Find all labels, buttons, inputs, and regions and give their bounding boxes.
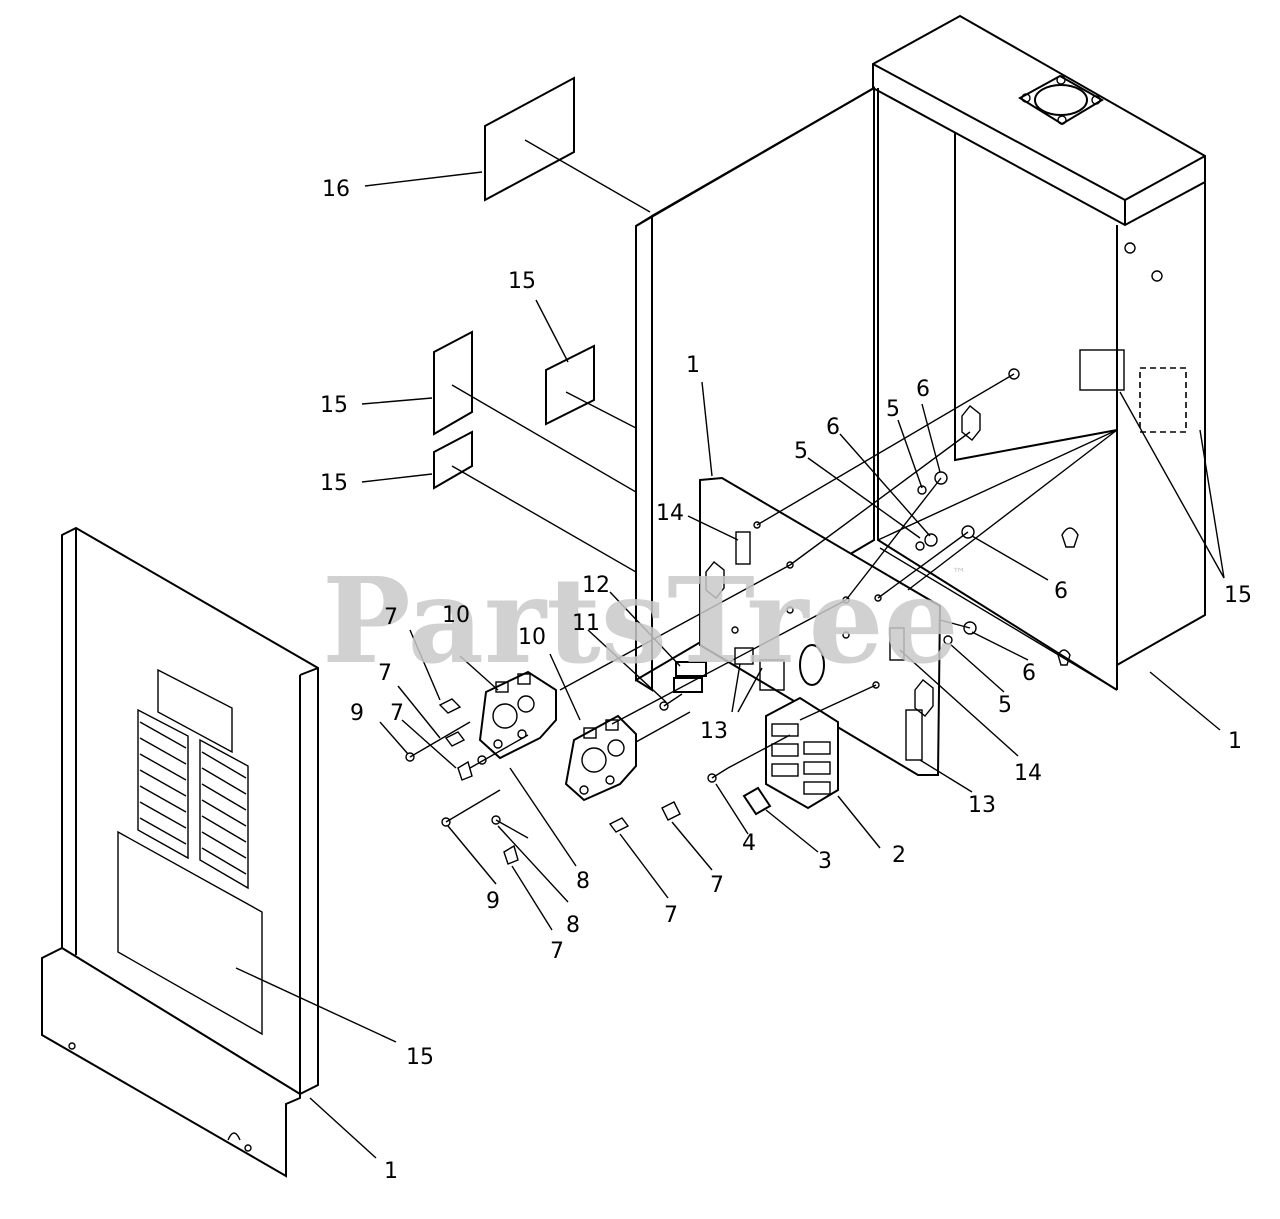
callout-6: 6	[1022, 661, 1036, 686]
callout-15: 15	[1224, 583, 1252, 608]
mounting-plate	[699, 476, 942, 776]
callout-5: 5	[794, 439, 808, 464]
callout-leaders	[235, 171, 1225, 1159]
callout-1: 1	[686, 353, 700, 378]
callout-8: 8	[566, 913, 580, 938]
front-cover	[41, 526, 319, 1178]
watermark: PartsTree ™	[322, 551, 966, 690]
callout-10: 10	[518, 625, 546, 650]
callout-16: 16	[322, 177, 350, 202]
callout-7: 7	[550, 939, 564, 964]
callout-4: 4	[742, 831, 756, 856]
callout-11: 11	[572, 611, 600, 636]
callout-7: 7	[710, 873, 724, 898]
callout-2: 2	[892, 843, 906, 868]
callout-1: 1	[384, 1159, 398, 1184]
callout-14: 14	[656, 501, 684, 526]
callout-12: 12	[582, 573, 610, 598]
loose-labels	[433, 76, 595, 490]
enclosure-box	[872, 14, 1206, 691]
callout-7: 7	[378, 661, 392, 686]
small-hardware	[405, 368, 1020, 865]
callout-9: 9	[350, 701, 364, 726]
callout-15: 15	[320, 393, 348, 418]
callout-15: 15	[320, 471, 348, 496]
callout-14: 14	[1014, 761, 1042, 786]
watermark-text: PartsTree	[322, 551, 959, 690]
callout-6: 6	[826, 415, 840, 440]
callout-5: 5	[998, 693, 1012, 718]
callout-8: 8	[576, 869, 590, 894]
terminal-block	[765, 696, 839, 810]
callout-9: 9	[486, 889, 500, 914]
callout-6: 6	[916, 377, 930, 402]
callout-13: 13	[700, 719, 728, 744]
callout-3: 3	[818, 849, 832, 874]
callout-10: 10	[442, 603, 470, 628]
callout-7: 7	[390, 701, 404, 726]
transfer-switch-10b	[564, 714, 637, 802]
transfer-switch-10a	[478, 670, 557, 760]
callout-6: 6	[1054, 579, 1068, 604]
callout-1: 1	[1228, 729, 1242, 754]
callout-7: 7	[384, 605, 398, 630]
watermark-trademark: ™	[952, 566, 966, 582]
callout-7: 7	[664, 903, 678, 928]
callout-5: 5	[886, 397, 900, 422]
callout-15: 15	[508, 269, 536, 294]
assembly-lines	[451, 139, 1118, 769]
callout-15: 15	[406, 1045, 434, 1070]
callout-13: 13	[968, 793, 996, 818]
callout-labels: 16 15 15 15 15 15 1 1 1 14 14 13 13 12 1…	[320, 177, 1252, 1184]
